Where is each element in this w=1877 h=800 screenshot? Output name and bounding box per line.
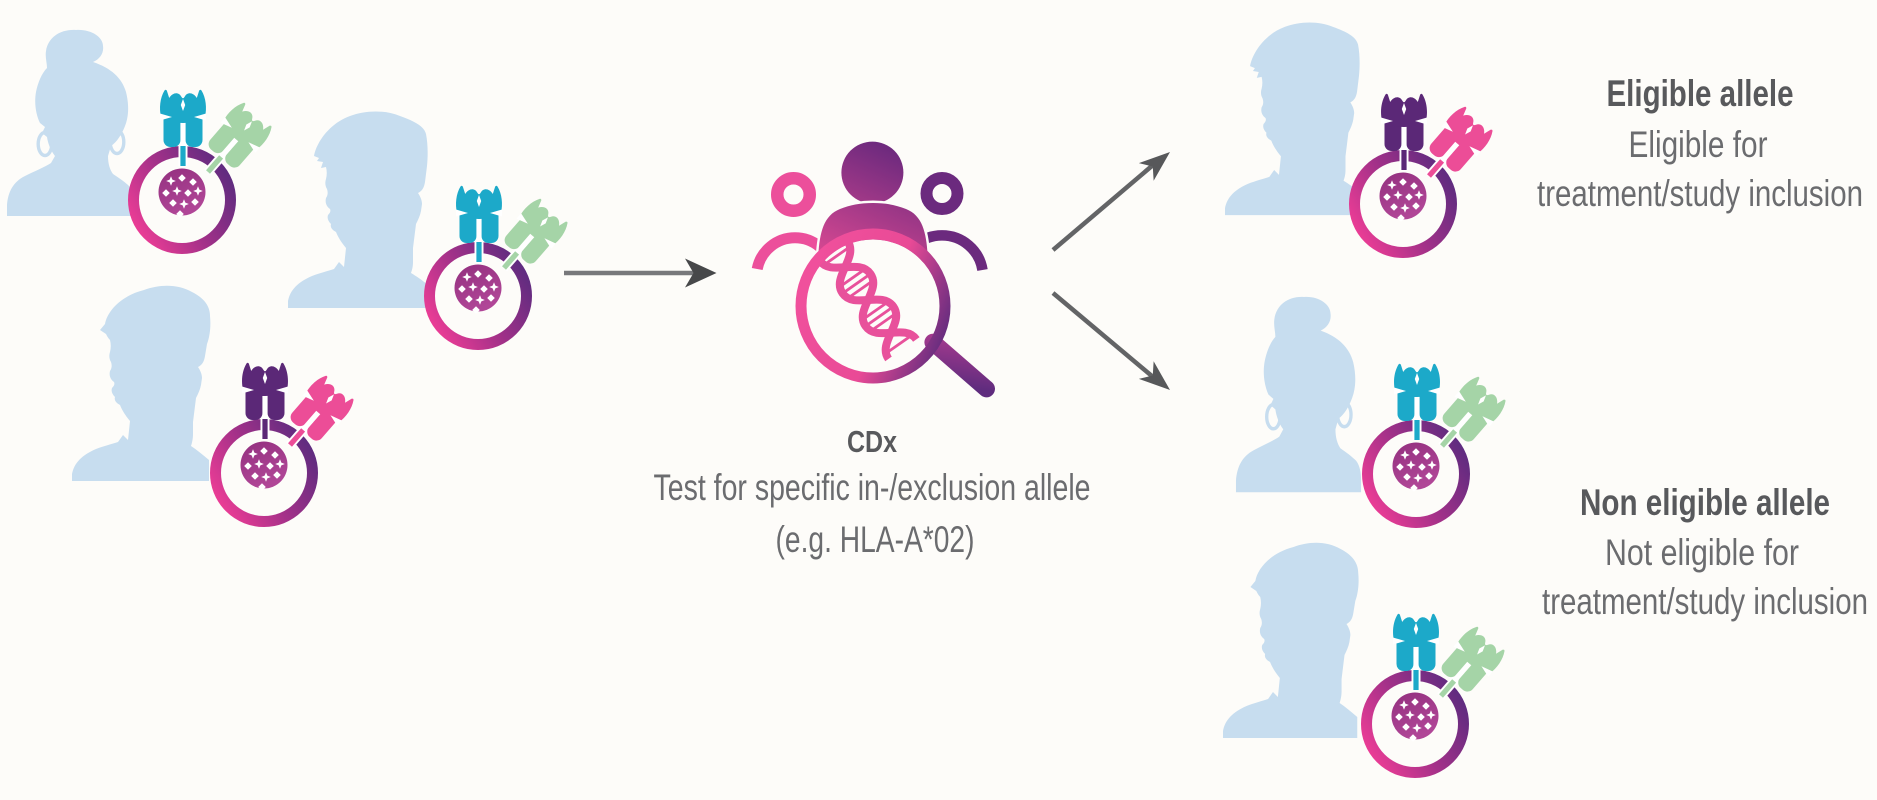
svg-text:Eligible for: Eligible for [1629, 124, 1768, 165]
svg-text:Not eligible for: Not eligible for [1605, 532, 1799, 573]
svg-text:Eligible allele: Eligible allele [1607, 73, 1794, 114]
svg-text:treatment/study inclusion: treatment/study inclusion [1537, 173, 1863, 214]
svg-text:CDx: CDx [847, 424, 898, 459]
svg-text:(e.g. HLA-A*02): (e.g. HLA-A*02) [776, 519, 975, 560]
svg-text:treatment/study inclusion: treatment/study inclusion [1542, 581, 1868, 622]
svg-text:Test for specific in-/exclusio: Test for specific in-/exclusion allele [654, 467, 1091, 508]
svg-text:Non eligible allele: Non eligible allele [1580, 482, 1830, 523]
